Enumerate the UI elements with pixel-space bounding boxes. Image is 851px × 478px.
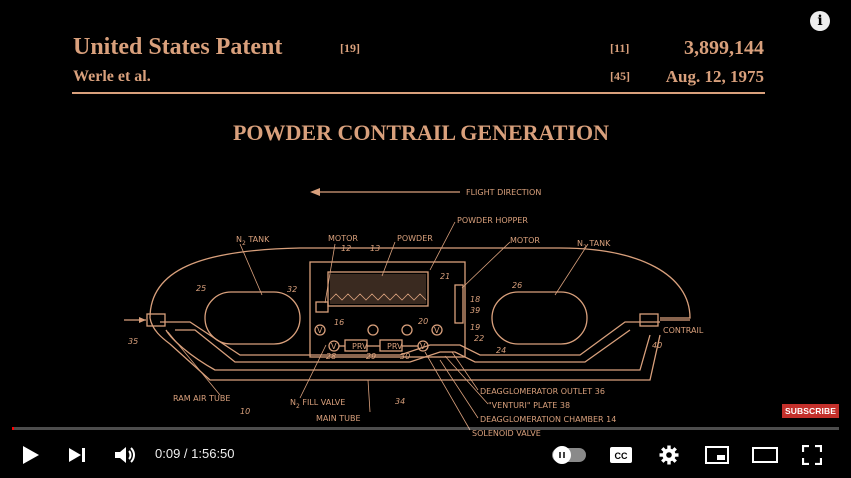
- label-prv-1: PRV: [352, 342, 368, 351]
- powder-hopper: [327, 271, 429, 307]
- contrail-outlet: [639, 313, 659, 327]
- ref-22: 22: [474, 334, 484, 343]
- patent-office: United States Patent: [73, 34, 282, 60]
- time-display: 0:09 / 1:56:50: [155, 446, 235, 461]
- progress-track: [12, 427, 839, 430]
- label-deagglomeration-chamber: DEAGGLOMERATION CHAMBER 14: [480, 415, 616, 424]
- control-bar: 0:09 / 1:56:50 CC: [0, 432, 851, 478]
- cc-text: CC: [615, 451, 628, 461]
- theater-icon: [752, 447, 778, 463]
- pod-inner-shell: [165, 329, 651, 371]
- play-icon: [23, 446, 39, 464]
- label-contrail: CONTRAIL: [663, 326, 704, 335]
- ref-35: 35: [128, 337, 138, 346]
- info-icon[interactable]: i: [810, 11, 830, 31]
- label-motor-left: MOTOR: [328, 234, 358, 243]
- label-v-1: V: [317, 326, 323, 335]
- patent-bracket-19: [19]: [340, 41, 360, 55]
- ref-12: 12: [341, 244, 351, 253]
- autoplay-knob: [553, 446, 571, 464]
- patent-date: Aug. 12, 1975: [666, 67, 764, 86]
- ref-25: 25: [196, 284, 206, 293]
- patent-bracket-45: [45]: [610, 69, 630, 83]
- cc-icon: CC: [610, 447, 632, 463]
- progress-bar[interactable]: [12, 426, 839, 430]
- fullscreen-button[interactable]: [797, 440, 827, 470]
- play-button[interactable]: [16, 440, 46, 470]
- ref-28: 28: [326, 352, 336, 361]
- ref-20: 20: [418, 317, 428, 326]
- label-powder: POWDER: [397, 234, 433, 243]
- label-v-4: V: [420, 342, 426, 351]
- label-n2-tank-right: N2 TANK: [577, 239, 611, 251]
- deagglomeration-chamber: [454, 284, 464, 324]
- volume-button[interactable]: [110, 440, 140, 470]
- label-venturi-plate: "VENTURI" PLATE 38: [488, 401, 570, 410]
- label-solenoid-valve: SOLENOID VALVE: [472, 429, 541, 438]
- next-icon: [69, 448, 85, 462]
- patent-title: POWDER CONTRAIL GENERATION: [233, 120, 609, 145]
- progress-played: [12, 427, 14, 430]
- ref-26: 26: [512, 281, 522, 290]
- label-prv-2: PRV: [387, 342, 403, 351]
- leader-lines: [167, 221, 589, 431]
- flight-direction-arrow: [310, 188, 460, 196]
- label-n2-tank-left: N2 TANK: [236, 235, 270, 247]
- ref-32: 32: [287, 285, 297, 294]
- label-flight-direction: FLIGHT DIRECTION: [466, 188, 541, 197]
- label-deagglomerator-outlet: DEAGGLOMERATOR OUTLET 36: [480, 387, 605, 396]
- patent-number: 3,899,144: [684, 37, 764, 59]
- ref-29: 29: [366, 352, 376, 361]
- miniplayer-icon: [705, 446, 729, 464]
- ref-40: 40: [652, 341, 662, 350]
- ref-13: 13: [370, 244, 380, 253]
- captions-button[interactable]: CC: [606, 440, 636, 470]
- valve-row: [314, 324, 443, 352]
- n2-tank-right: [491, 291, 588, 345]
- ref-34: 34: [395, 397, 405, 406]
- label-v-3: V: [331, 342, 337, 351]
- n2-tank-left: [204, 291, 301, 345]
- pause-icon: [559, 452, 565, 458]
- ram-air-inlet: [146, 313, 166, 327]
- main-tube-path-inner: [175, 329, 631, 363]
- patent-inventors: Werle et al.: [73, 68, 151, 85]
- pod-outer-shell: [149, 247, 691, 381]
- autoplay-toggle[interactable]: [552, 446, 586, 464]
- label-v-2: V: [434, 326, 440, 335]
- powder-fill: [329, 274, 427, 304]
- ref-18: 18: [470, 295, 480, 304]
- label-n2-fill-valve: N2 FILL VALVE: [290, 398, 345, 410]
- settings-icon: [659, 445, 679, 465]
- label-main-tube: MAIN TUBE: [316, 414, 361, 423]
- fullscreen-icon: [802, 445, 822, 465]
- theater-mode-button[interactable]: [750, 440, 780, 470]
- ref-24: 24: [496, 346, 506, 355]
- miniplayer-button[interactable]: [702, 440, 732, 470]
- ref-16: 16: [334, 318, 344, 327]
- settings-button[interactable]: [654, 440, 684, 470]
- next-button[interactable]: [62, 440, 92, 470]
- ref-19: 19: [470, 323, 480, 332]
- label-ram-air-tube: RAM AIR TUBE: [173, 394, 230, 403]
- ref-21: 21: [440, 272, 450, 281]
- patent-bracket-11: [11]: [610, 41, 629, 55]
- auger-motor-box: [315, 301, 329, 313]
- ref-30: 30: [400, 352, 410, 361]
- volume-icon: [115, 447, 135, 463]
- ref-39: 39: [470, 306, 480, 315]
- subscribe-watermark[interactable]: SUBSCRIBE: [782, 404, 839, 418]
- label-powder-hopper: POWDER HOPPER: [457, 216, 528, 225]
- ref-10: 10: [240, 407, 250, 416]
- label-motor-right: MOTOR: [510, 236, 540, 245]
